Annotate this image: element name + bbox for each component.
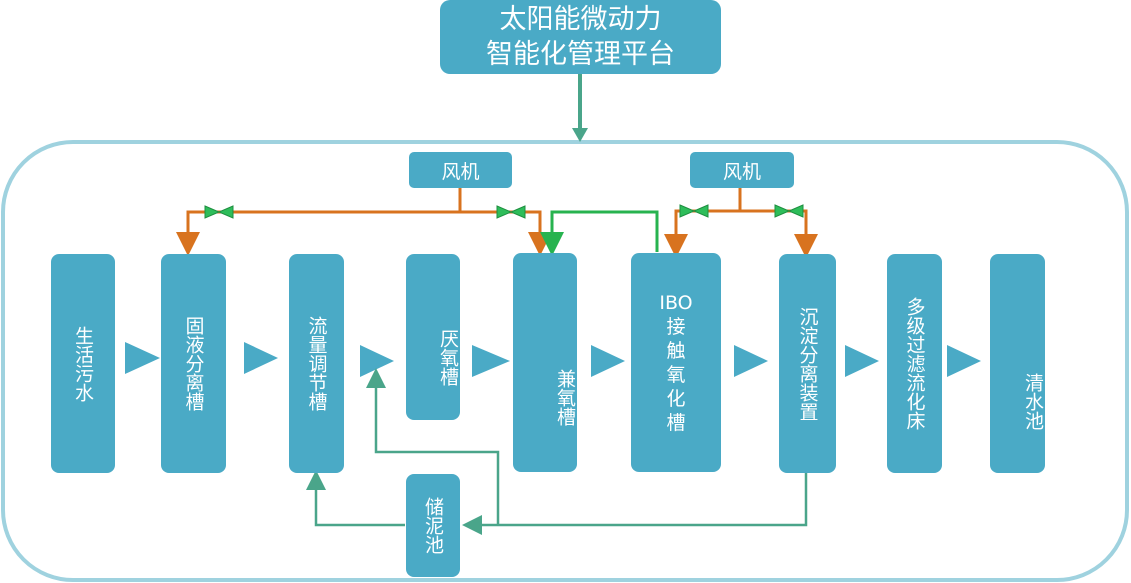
valve-icon: [774, 204, 804, 218]
solid-liquid-separation-tank: 固液分离槽: [161, 254, 226, 473]
fan-left: 风机: [409, 152, 512, 188]
sludge-line-to-flow-regulation: [306, 470, 405, 527]
valve-icon: [204, 205, 234, 219]
flow-arrow-8: [947, 345, 981, 377]
flow-arrow-3: [360, 345, 394, 377]
sedimentation-separator: 沉淀分离装置: [779, 254, 836, 473]
flow-arrow-2: [244, 342, 278, 374]
flow-arrow-7: [845, 345, 879, 377]
system-frame: [1, 140, 1129, 582]
clear-water-tank: 清水池: [990, 254, 1045, 473]
air-line-right-branch-2: [740, 209, 818, 258]
valve-icon: [496, 205, 526, 219]
return-line-to-flow-regulation: [366, 368, 500, 525]
sewage-tank: 生活污水: [51, 254, 115, 473]
sludge-line-from-sedimentation: [462, 472, 808, 535]
valve-icon: [679, 204, 709, 218]
air-line-right-branch-1: [664, 209, 740, 258]
sludge-storage-tank: 储泥池: [406, 474, 460, 577]
fan-right: 风机: [690, 152, 794, 188]
facultative-tank: 兼氧槽: [513, 253, 577, 472]
flow-arrow-4: [472, 345, 510, 377]
flow-arrow-6: [734, 345, 768, 377]
anaerobic-tank: 厌氧槽: [406, 254, 460, 420]
flow-regulation-tank: 流量调节槽: [289, 254, 344, 473]
air-line-left-branch-1: [176, 210, 460, 256]
reflux-line: [540, 210, 659, 256]
multistage-filter-fluidized-bed: 多级过滤流化床: [887, 254, 942, 473]
ibo-contact-oxidation-tank: IBO 接 触 氧 化 槽: [631, 253, 721, 472]
management-platform: 太阳能微动力 智能化管理平台: [440, 0, 721, 74]
platform-connector-arrowhead: [572, 128, 588, 142]
flow-arrow-5: [591, 345, 625, 377]
flow-arrow-1: [125, 342, 160, 374]
